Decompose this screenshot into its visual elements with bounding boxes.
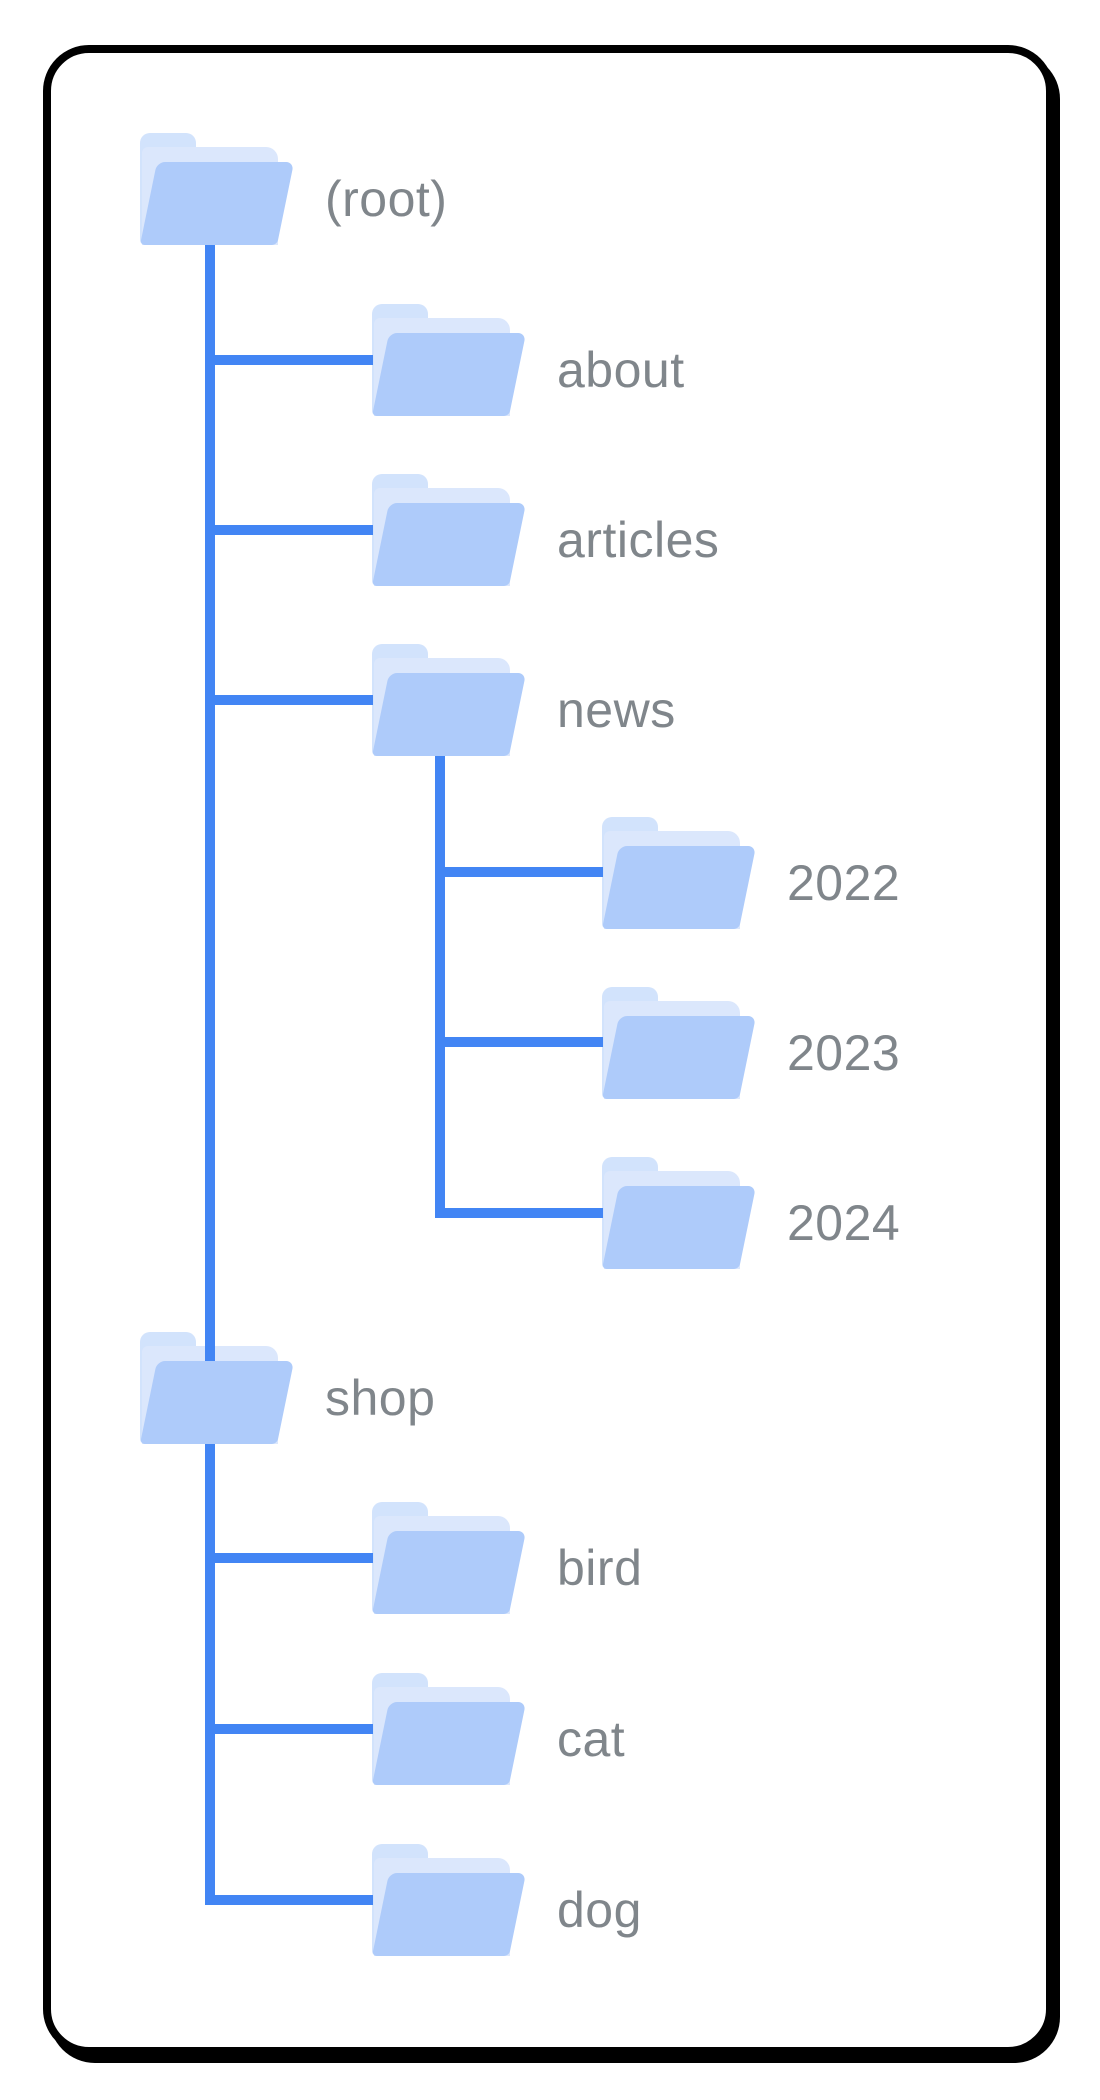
folder-front-panel	[372, 1702, 527, 1785]
connector-branch-2022	[435, 867, 603, 877]
node-label-about: about	[557, 342, 685, 398]
connector-branch-about	[205, 355, 373, 365]
tree-node-bird: bird	[372, 1502, 642, 1614]
node-label-cat: cat	[557, 1711, 626, 1767]
tree-node-2024: 2024	[602, 1157, 900, 1269]
node-label-articles: articles	[557, 512, 720, 568]
tree-node-articles: articles	[372, 474, 719, 586]
connector-branch-2024	[435, 1208, 603, 1218]
connector-branch-cat	[205, 1724, 373, 1734]
node-label-bird: bird	[557, 1540, 643, 1596]
folder-front-panel	[372, 1873, 527, 1956]
folder-front-panel	[372, 1531, 527, 1614]
tree-node-2022: 2022	[602, 817, 900, 929]
connector-news-trunk	[435, 752, 445, 1218]
node-label-2022: 2022	[787, 855, 901, 911]
tree-node-shop: shop	[140, 1332, 435, 1444]
node-label-root: (root)	[325, 171, 448, 227]
tree-node-2023: 2023	[602, 987, 900, 1099]
node-label-shop: shop	[325, 1370, 436, 1426]
node-label-2023: 2023	[787, 1025, 901, 1081]
connector-branch-dog	[205, 1895, 373, 1905]
folder-front-panel	[140, 162, 295, 245]
diagram-card	[43, 45, 1054, 2055]
tree-node-news: news	[372, 644, 675, 756]
tree-node-about: about	[372, 304, 684, 416]
folder-front-panel	[602, 1186, 757, 1269]
node-label-2024: 2024	[787, 1195, 901, 1251]
folder-front-panel	[602, 1016, 757, 1099]
connector-root-trunk	[205, 243, 215, 1905]
tree-node-dog: dog	[372, 1844, 641, 1956]
connector-branch-bird	[205, 1553, 373, 1563]
connector-branch-news	[205, 695, 373, 705]
folder-front-panel	[372, 673, 527, 756]
connector-branch-2023	[435, 1037, 603, 1047]
tree-node-cat: cat	[372, 1673, 625, 1785]
folder-front-panel	[140, 1361, 295, 1444]
node-label-dog: dog	[557, 1882, 642, 1938]
node-label-news: news	[557, 682, 676, 738]
folder-front-panel	[602, 846, 757, 929]
tree-node-root: (root)	[140, 133, 447, 245]
connector-branch-articles	[205, 525, 373, 535]
folder-front-panel	[372, 503, 527, 586]
folder-front-panel	[372, 333, 527, 416]
